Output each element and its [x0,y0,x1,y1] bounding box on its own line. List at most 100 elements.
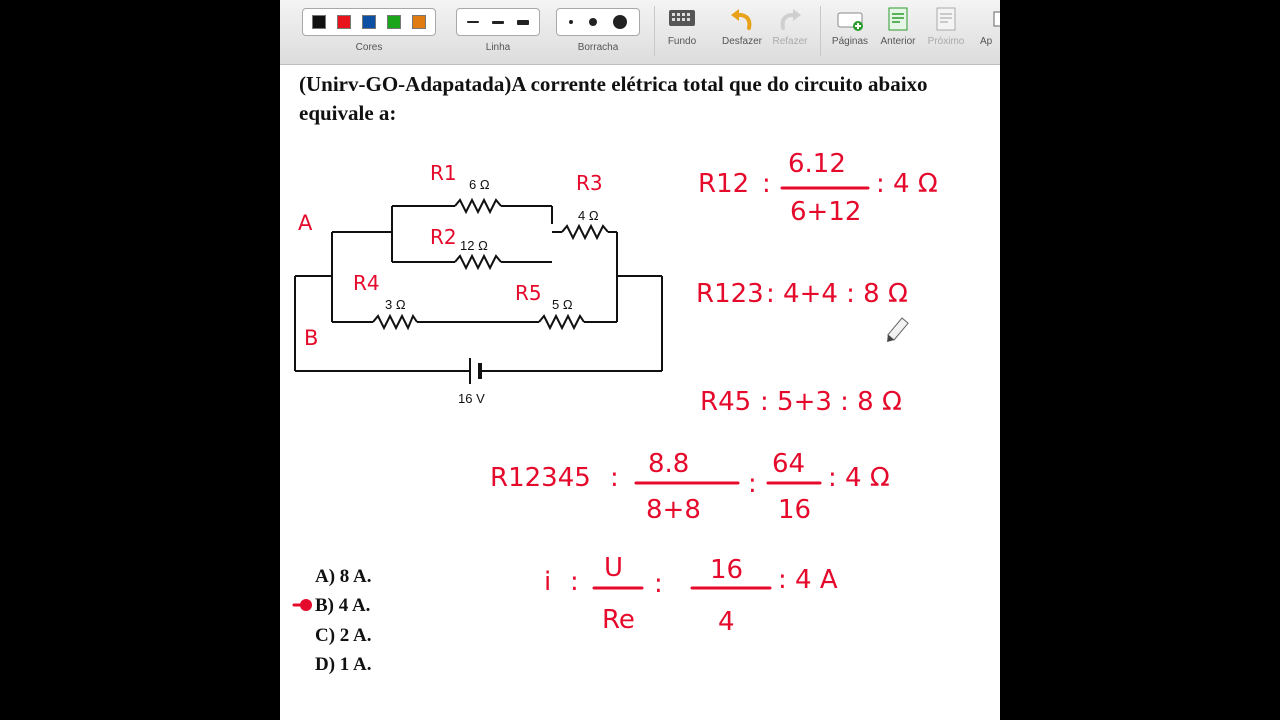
r1-value: 6 Ω [469,177,490,192]
colors-label: Cores [355,42,383,53]
r12345-numerator: 8.8 [648,449,689,479]
resistor-r5 [538,313,585,331]
keyboard-icon [669,10,695,26]
previous-label: Anterior [880,36,916,47]
redo-label: Refazer [772,36,808,47]
i-label: i [544,567,551,597]
r12-denominator: 6+12 [790,197,861,227]
line-width-group [456,8,540,36]
r12-equals: : [762,169,771,199]
toolbar-divider [820,6,821,56]
question-text: (Unirv-GO-Adapatada)A corrente elétrica … [299,72,928,125]
r45-expression: : 5+3 : 8 Ω [760,387,902,417]
eraser-small-option[interactable] [569,20,573,24]
r5-label: R5 [515,281,542,305]
color-swatch-red[interactable] [337,15,352,29]
i-equals: : [570,567,579,597]
equation-r45: R45 : 5+3 : 8 Ω [700,387,902,417]
line-thick-option[interactable] [516,19,529,25]
undo-arrow-icon [731,9,752,30]
eraser-size-group [556,8,640,36]
r12-numerator: 6.12 [788,149,846,179]
option-a[interactable]: A) 8 A. [315,566,372,587]
pages-label: Páginas [831,36,869,47]
resistor-r1 [454,197,502,215]
resistor-r3 [561,223,609,241]
color-swatch-orange[interactable] [411,15,426,29]
r12345-label: R12345 [490,463,591,493]
i-numerator-2: 16 [710,555,743,585]
r12-result: : 4 Ω [876,169,938,199]
color-palette [302,8,436,36]
color-swatch-blue[interactable] [361,15,376,29]
i-equals-2: : [654,569,663,599]
r3-value: 4 Ω [578,208,599,223]
battery-value: 16 V [458,391,485,406]
next-page-icon [936,7,956,31]
redo-button[interactable]: Refazer [770,4,810,62]
r12345-denominator: 8+8 [646,495,701,525]
equation-r12: R12 : 6.12 6+12 : 4 Ω [698,149,938,227]
color-swatch-green[interactable] [386,15,401,29]
previous-button[interactable]: Anterior [878,4,918,62]
r12-label: R12 [698,169,749,199]
undo-label: Desfazer [722,36,763,47]
line-label: Linha [485,42,511,53]
next-button[interactable]: Próximo [926,4,966,62]
background-button[interactable]: Fundo [662,4,702,62]
i-numerator: U [604,553,623,583]
answer-marker-dot [300,599,312,611]
circuit-wires [294,205,663,372]
check-icon [993,11,1000,27]
r12345-equals-2: : [748,469,757,499]
cut-button[interactable]: Ap [980,4,1000,62]
r4-label: R4 [353,271,380,295]
toolbar: Cores Linha Borracha Fundo Desfazer Refa… [280,0,1000,65]
circuit-diagram: 6 Ω 12 Ω 4 Ω 3 Ω 5 Ω 16 V [294,177,663,406]
i-result: : 4 A [778,565,838,595]
equation-r12345: R12345 : 8.8 8+8 : 64 16 : 4 Ω [490,449,890,525]
equation-current: i : U Re : 16 4 : 4 A [544,553,838,637]
option-d[interactable]: D) 1 A. [315,654,372,675]
cut-label: Ap [980,36,993,47]
pen-cursor-icon [887,317,909,343]
r123-expression: : 4+4 : 8 Ω [766,279,908,309]
r5-value: 5 Ω [552,297,573,312]
r1-label: R1 [430,161,457,185]
color-swatch-black[interactable] [312,15,327,29]
node-b-label: B [304,326,318,350]
undo-button[interactable]: Desfazer [722,4,762,62]
r4-value: 3 Ω [385,297,406,312]
eraser-medium-option[interactable] [589,18,597,26]
line-thin-option[interactable] [467,21,480,23]
drawing-canvas: 6 Ω 12 Ω 4 Ω 3 Ω 5 Ω 16 V A B R1 R3 R2 R… [292,149,938,637]
redo-arrow-icon [780,9,801,30]
resistor-r4 [372,313,418,331]
line-medium-option[interactable] [491,20,504,24]
r2-label: R2 [430,225,457,249]
equation-r123: R123 : 4+4 : 8 Ω [696,279,908,309]
next-label: Próximo [927,36,965,47]
r12345-equals: : [610,463,619,493]
r2-value: 12 Ω [460,238,488,253]
i-denominator-2: 4 [718,607,735,637]
r12345-numerator-2: 64 [772,449,805,479]
node-a-label: A [298,211,313,235]
r3-label: R3 [576,171,603,195]
r123-label: R123 [696,279,764,309]
add-page-icon [837,12,863,31]
eraser-large-option[interactable] [613,15,627,29]
r12345-result: : 4 Ω [828,463,890,493]
r12345-denominator-2: 16 [778,495,811,525]
eraser-label: Borracha [577,42,619,53]
r45-label: R45 [700,387,751,417]
pages-button[interactable]: Páginas [830,4,870,62]
background-label: Fundo [667,36,697,47]
option-c[interactable]: C) 2 A. [315,625,372,646]
i-denominator: Re [602,605,635,635]
previous-page-icon [888,7,908,31]
resistor-r2 [454,253,502,271]
whiteboard-app: Cores Linha Borracha Fundo Desfazer Refa… [280,0,1000,720]
toolbar-divider [654,6,655,56]
option-b[interactable]: B) 4 A. [315,595,371,616]
